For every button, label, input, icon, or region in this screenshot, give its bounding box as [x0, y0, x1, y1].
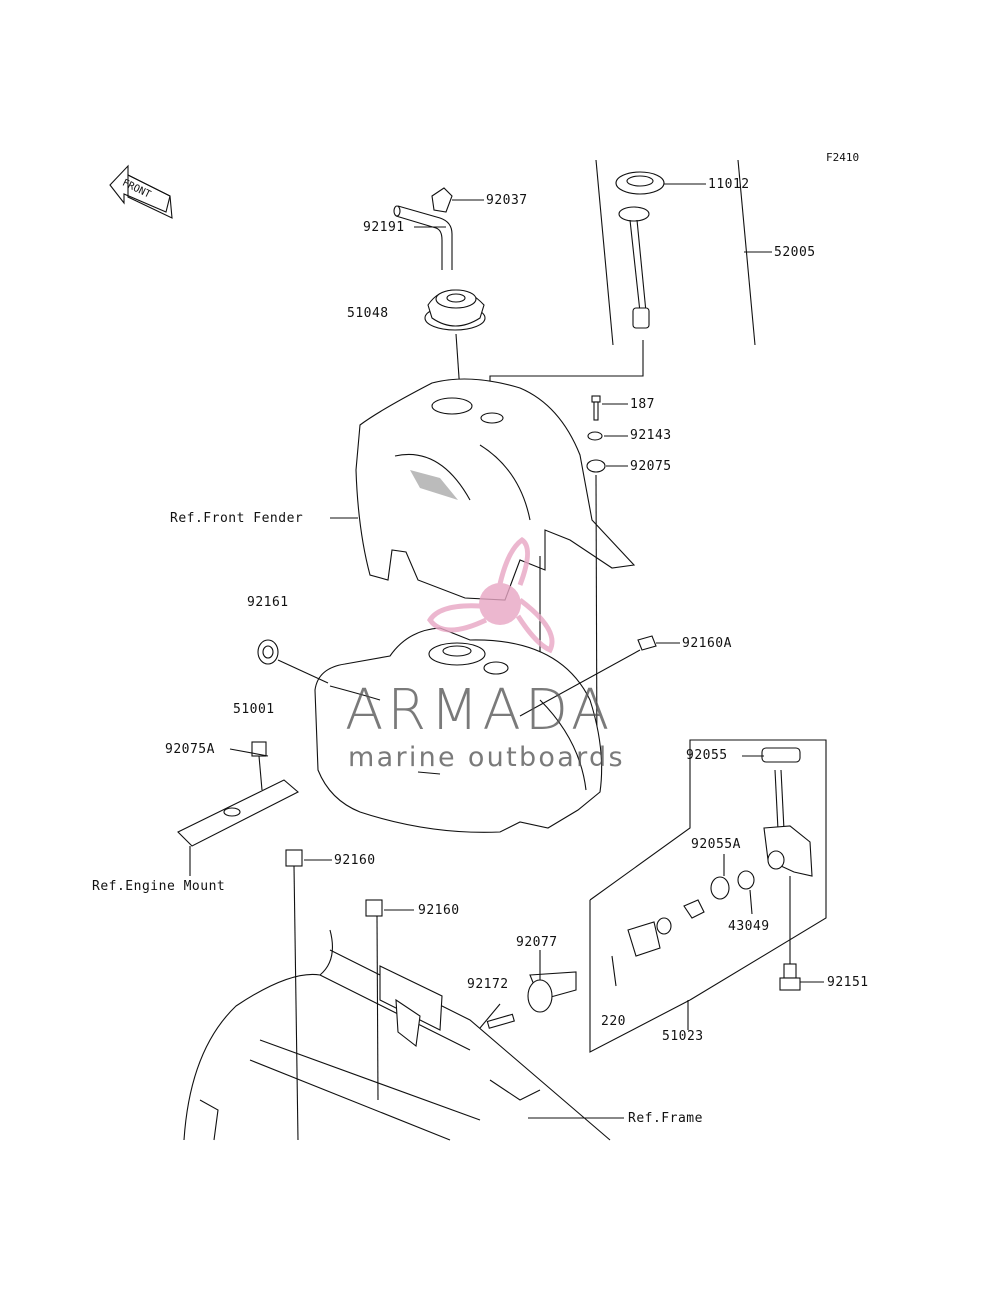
engine-mount-bracket — [177, 741, 299, 876]
part-label-92191[interactable]: 92191 — [363, 220, 405, 235]
front-arrow-icon: FRONT — [109, 164, 173, 219]
part-label-92151[interactable]: 92151 — [827, 975, 869, 990]
tank-pad — [519, 635, 657, 717]
part-label-92160-lower[interactable]: 92160 — [418, 903, 460, 918]
part-label-92172[interactable]: 92172 — [467, 977, 509, 992]
part-label-92037[interactable]: 92037 — [486, 193, 528, 208]
ref-label-front-fender: Ref.Front Fender — [170, 511, 304, 526]
part-label-187[interactable]: 187 — [630, 397, 655, 412]
part-label-92160A[interactable]: 92160A — [682, 636, 732, 651]
part-label-51048[interactable]: 51048 — [347, 306, 389, 321]
breather-hose — [393, 187, 453, 270]
part-label-11012[interactable]: 11012 — [708, 177, 750, 192]
part-label-92055A[interactable]: 92055A — [691, 837, 741, 852]
fuel-cock-assembly — [486, 739, 827, 1053]
fuel-gauge-assembly — [489, 159, 756, 410]
leader-lines — [229, 183, 824, 1030]
watermark-tagline: marine outboards — [348, 742, 625, 773]
part-label-92075[interactable]: 92075 — [630, 459, 672, 474]
ref-label-frame: Ref.Frame — [628, 1111, 703, 1126]
part-label-92160-upper[interactable]: 92160 — [334, 853, 376, 868]
part-label-43049[interactable]: 43049 — [728, 919, 770, 934]
part-label-92161[interactable]: 92161 — [247, 595, 289, 610]
part-label-51023[interactable]: 51023 — [662, 1029, 704, 1044]
frame-cushions — [285, 849, 383, 1141]
tank-grommet — [257, 639, 329, 684]
ref-label-engine-mount: Ref.Engine Mount — [92, 879, 226, 894]
part-label-52005[interactable]: 52005 — [774, 245, 816, 260]
figure-id: F2410 — [826, 151, 860, 164]
fuel-tank-shape — [314, 627, 603, 833]
front-fender-shape — [355, 378, 636, 601]
part-label-92055[interactable]: 92055 — [686, 748, 728, 763]
part-label-92077[interactable]: 92077 — [516, 935, 558, 950]
frame-shape — [183, 929, 624, 1141]
part-label-51001[interactable]: 51001 — [233, 702, 275, 717]
part-label-92143[interactable]: 92143 — [630, 428, 672, 443]
armada-logo-icon — [427, 536, 555, 654]
part-label-220[interactable]: 220 — [601, 1014, 626, 1029]
fuel-cap — [424, 289, 486, 393]
watermark-brand: ARMADA — [345, 678, 614, 743]
part-label-92075A[interactable]: 92075A — [165, 742, 215, 757]
